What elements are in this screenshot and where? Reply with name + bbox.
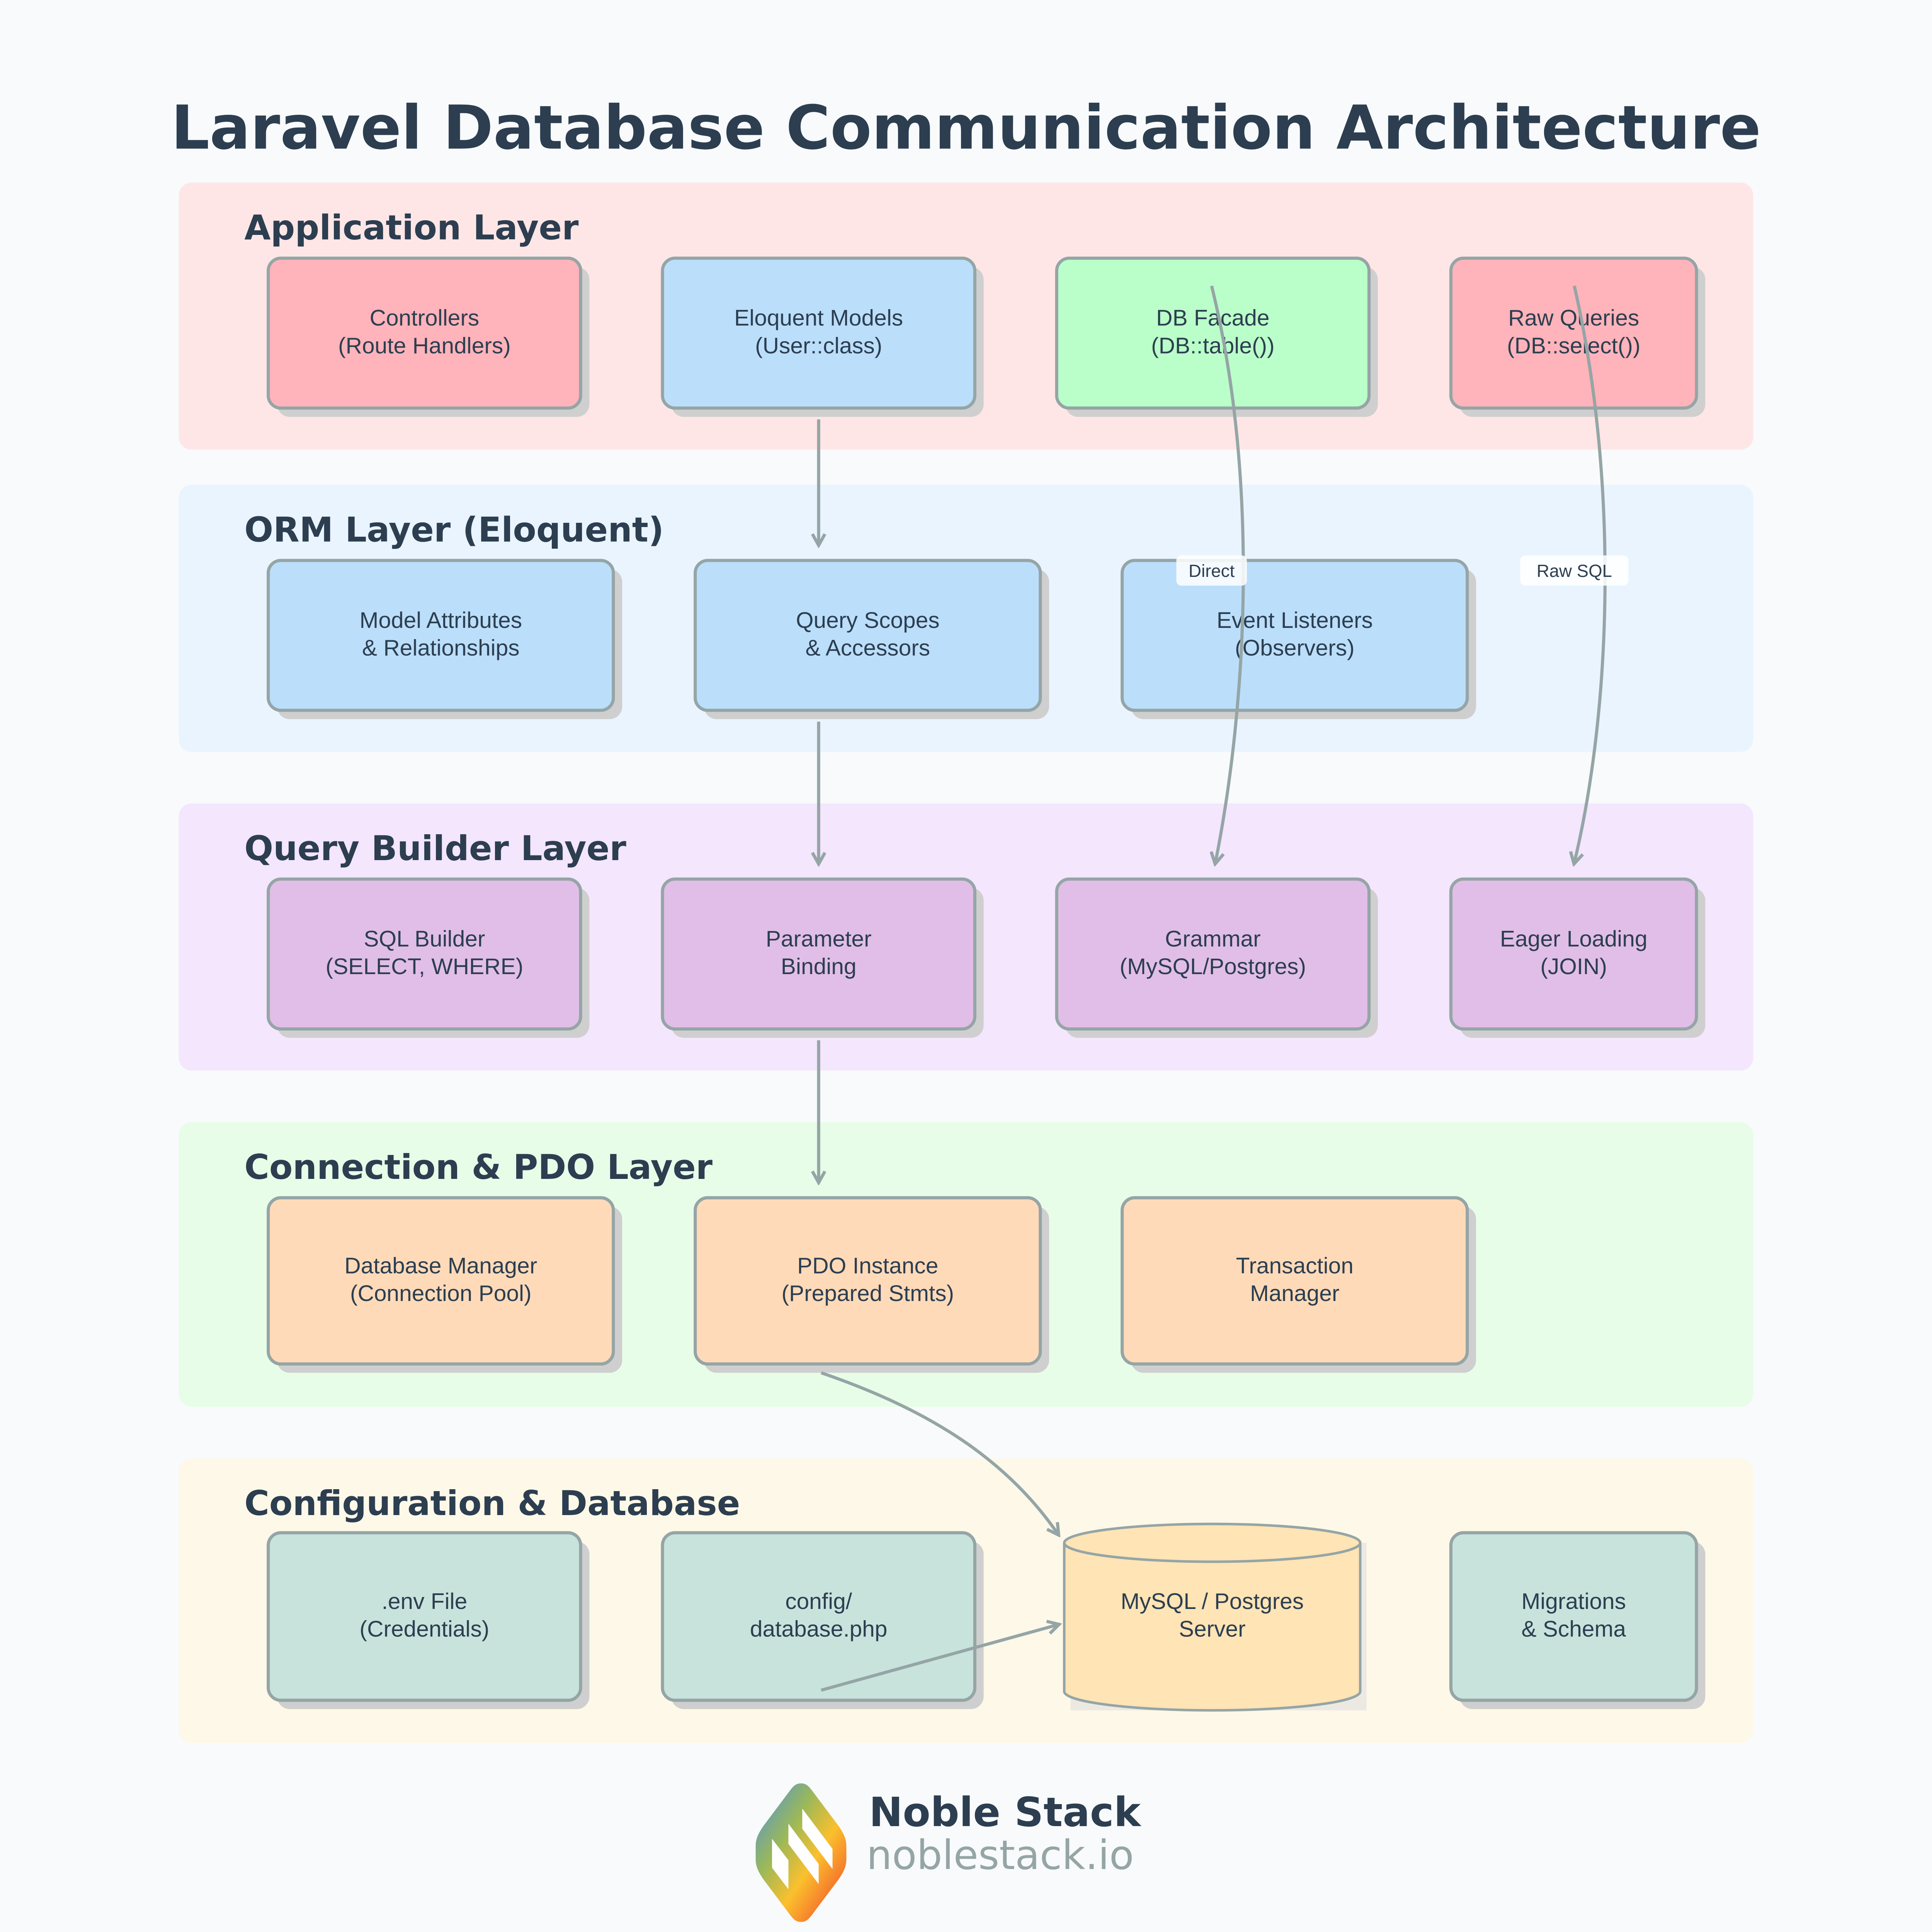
component-box[interactable]: Grammar (MySQL/Postgres) bbox=[1055, 878, 1378, 1038]
box-line2: (Credentials) bbox=[360, 1617, 490, 1642]
box-line1: SQL Builder bbox=[364, 926, 485, 951]
component-box[interactable]: Model Attributes & Relationships bbox=[267, 559, 622, 719]
box-line2: (Prepared Stmts) bbox=[781, 1281, 954, 1306]
component-box[interactable]: .env File (Credentials) bbox=[267, 1531, 590, 1709]
box-line2: (DB::select()) bbox=[1507, 333, 1640, 358]
component-box[interactable]: Controllers(Route Handlers) bbox=[267, 257, 590, 417]
box-body bbox=[267, 257, 582, 410]
arrow-config-to-database bbox=[821, 1625, 1058, 1692]
edge-label-direct: Direct bbox=[1176, 555, 1247, 586]
box-body bbox=[267, 878, 582, 1031]
box-line2: (MySQL/Postgres) bbox=[1120, 954, 1306, 979]
box-line2: Binding bbox=[781, 954, 857, 979]
logo-name: Noble Stack bbox=[869, 1789, 1142, 1836]
box-body bbox=[661, 878, 976, 1031]
component-box[interactable]: Migrations & Schema bbox=[1449, 1531, 1706, 1709]
box-body bbox=[1449, 1531, 1698, 1702]
box-line1: Transaction bbox=[1236, 1253, 1354, 1278]
box-body bbox=[661, 257, 976, 410]
component-box[interactable]: Event Listeners (Observers) bbox=[1121, 559, 1476, 719]
component-box[interactable]: SQL Builder (SELECT, WHERE) bbox=[267, 878, 590, 1038]
component-box[interactable]: config/database.php bbox=[661, 1531, 984, 1709]
layer-4: Configuration & Database .env File (Creden… bbox=[179, 1458, 1753, 1743]
box-line2: Manager bbox=[1250, 1281, 1340, 1306]
component-box[interactable]: Eloquent Models(User::class) bbox=[661, 257, 984, 417]
box-line2: (SELECT, WHERE) bbox=[326, 954, 524, 979]
box-body bbox=[267, 1531, 582, 1702]
box-line1: Model Attributes bbox=[360, 608, 522, 633]
box-line1: .env File bbox=[382, 1589, 468, 1614]
box-line1: Parameter bbox=[766, 926, 872, 951]
box-line1: Raw Queries bbox=[1508, 306, 1639, 331]
arrows bbox=[819, 285, 1607, 1692]
logo: Noble Stack noblestack.io bbox=[755, 1783, 1142, 1922]
box-line2: Server bbox=[1179, 1617, 1246, 1642]
box-line1: Controllers bbox=[370, 306, 480, 331]
component-box[interactable]: Raw Queries(DB::select()) bbox=[1449, 257, 1706, 417]
component-box[interactable]: PDO Instance (Prepared Stmts) bbox=[694, 1196, 1049, 1373]
box-body bbox=[1055, 878, 1371, 1031]
layer-1: ORM Layer (Eloquent) Model Attributes & Re… bbox=[179, 485, 1753, 752]
box-body bbox=[694, 559, 1042, 712]
box-body bbox=[1055, 257, 1371, 410]
box-line1: Grammar bbox=[1165, 926, 1261, 951]
component-box[interactable]: DB Facade(DB::table()) bbox=[1055, 257, 1378, 417]
arrow-raw-to-eager bbox=[1574, 285, 1607, 863]
component-box[interactable]: Query Scopes & Accessors bbox=[694, 559, 1049, 719]
box-line2: (DB::table()) bbox=[1151, 333, 1274, 358]
box-line1: Database Manager bbox=[344, 1253, 537, 1278]
layer-title: Connection & PDO Layer bbox=[244, 1147, 713, 1187]
box-line1: config/ bbox=[785, 1589, 852, 1614]
box-line2: & Accessors bbox=[805, 636, 930, 661]
box-body bbox=[1121, 559, 1469, 712]
logo-url: noblestack.io bbox=[867, 1832, 1134, 1879]
box-line2: (Route Handlers) bbox=[338, 333, 511, 358]
page-title: Laravel Database Communication Architect… bbox=[171, 93, 1761, 163]
box-body bbox=[267, 1196, 615, 1366]
box-body bbox=[1449, 878, 1698, 1031]
svg-text:Raw SQL: Raw SQL bbox=[1537, 561, 1612, 581]
component-box[interactable]: Database Manager (Connection Pool) bbox=[267, 1196, 622, 1373]
box-line1: Eager Loading bbox=[1500, 926, 1648, 951]
arrow-pdo-to-database bbox=[820, 1371, 1058, 1534]
cylinder-top bbox=[1063, 1522, 1362, 1563]
arrow-facade-to-grammar bbox=[1212, 285, 1245, 863]
box-body bbox=[661, 1531, 976, 1702]
layer-title: Application Layer bbox=[244, 207, 579, 247]
box-line1: Eloquent Models bbox=[734, 306, 903, 331]
box-line1: PDO Instance bbox=[797, 1253, 938, 1278]
box-line2: (Observers) bbox=[1235, 636, 1355, 661]
box-body bbox=[1449, 257, 1698, 410]
layer-title: Query Builder Layer bbox=[244, 828, 626, 868]
box-line1: Query Scopes bbox=[796, 608, 940, 633]
logo-mark-icon bbox=[755, 1783, 847, 1922]
box-line2: (Connection Pool) bbox=[350, 1281, 532, 1306]
box-line1: DB Facade bbox=[1156, 306, 1269, 331]
box-body bbox=[694, 1196, 1042, 1366]
layer-title: ORM Layer (Eloquent) bbox=[244, 510, 664, 550]
box-line1: Event Listeners bbox=[1217, 608, 1373, 633]
component-box[interactable]: Eager Loading (JOIN) bbox=[1449, 878, 1706, 1038]
box-body bbox=[267, 559, 615, 712]
box-line2: (JOIN) bbox=[1540, 954, 1607, 979]
box-line1: Migrations bbox=[1521, 1589, 1626, 1614]
box-line2: & Schema bbox=[1521, 1617, 1626, 1642]
edge-label-raw-sql: Raw SQL bbox=[1520, 555, 1629, 586]
box-line1: MySQL / Postgres bbox=[1121, 1589, 1304, 1614]
box-line2: database.php bbox=[750, 1617, 888, 1642]
box-line2: & Relationships bbox=[362, 636, 520, 661]
cylinder-body bbox=[1063, 1543, 1362, 1712]
box-body bbox=[1121, 1196, 1469, 1366]
box-line2: (User::class) bbox=[755, 333, 882, 358]
layer-title: Configuration & Database bbox=[244, 1483, 740, 1523]
svg-text:Direct: Direct bbox=[1189, 561, 1235, 581]
